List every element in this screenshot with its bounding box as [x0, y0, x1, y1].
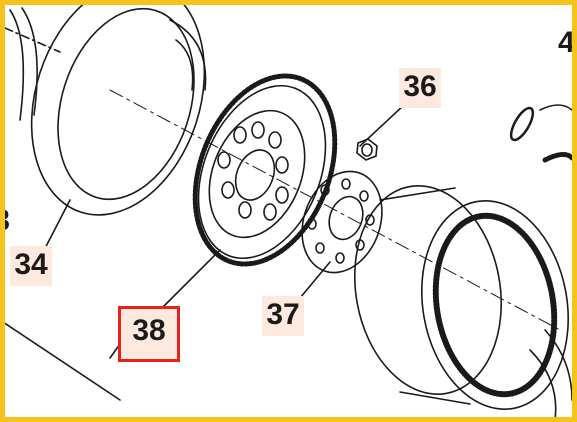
callout-36: 36 — [399, 68, 441, 108]
snap-ring-34 — [30, 0, 207, 216]
callout-34: 34 — [10, 246, 52, 286]
callout-edge-left: 3 — [0, 204, 10, 237]
callout-37: 37 — [262, 296, 304, 336]
center-axis — [109, 89, 561, 331]
nut-36 — [356, 138, 378, 161]
partial-part-right — [509, 104, 575, 421]
callout-edge-top: 4 — [558, 26, 575, 59]
washer-37 — [301, 170, 383, 274]
callout-38-highlighted: 38 — [118, 306, 180, 362]
ring-gear — [353, 185, 570, 410]
gear-38 — [192, 73, 338, 267]
